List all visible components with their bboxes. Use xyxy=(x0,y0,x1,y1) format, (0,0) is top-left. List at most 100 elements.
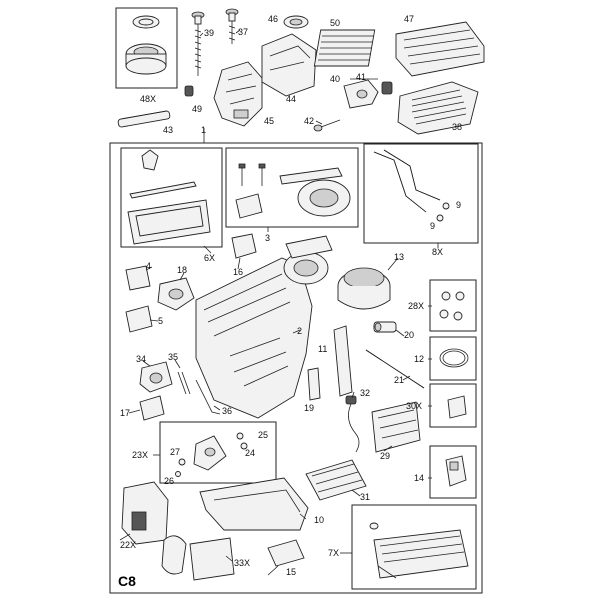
part-45-housing xyxy=(213,61,263,127)
part-34-actuator xyxy=(139,361,173,393)
part-20-sensor xyxy=(373,321,397,333)
part-18-motor xyxy=(157,277,195,311)
label-36: 36 xyxy=(222,406,232,416)
box-8x xyxy=(363,143,479,244)
box-28x xyxy=(429,279,477,332)
label-25: 25 xyxy=(258,430,268,440)
part-28x-orings xyxy=(439,291,465,321)
part-23x-kit xyxy=(175,432,248,477)
label-11: 11 xyxy=(318,344,327,354)
part-8x-pipes xyxy=(373,149,450,222)
part-21-rod xyxy=(365,349,425,389)
label-19: 19 xyxy=(304,403,314,413)
label-21: 21 xyxy=(394,375,404,385)
part-4-motor xyxy=(125,265,151,291)
box-7x xyxy=(351,504,477,590)
label-20: 20 xyxy=(404,330,414,340)
part-38-grille xyxy=(397,81,479,135)
part-43-strip xyxy=(117,110,171,128)
part-11-bracket xyxy=(333,325,353,397)
label-37: 37 xyxy=(238,27,248,37)
part-49-clip xyxy=(184,85,194,97)
part-46-ring xyxy=(283,15,309,29)
label-45: 45 xyxy=(264,116,274,126)
part-50-filter xyxy=(313,29,376,67)
label-5: 5 xyxy=(158,316,163,326)
part-13-blower-motor xyxy=(337,267,391,310)
label-41: 41 xyxy=(356,72,366,82)
box-3 xyxy=(225,147,359,228)
label-35: 35 xyxy=(168,352,178,362)
part-5-motor xyxy=(125,305,153,333)
part-31-evaporator xyxy=(305,459,367,501)
part-36-cable xyxy=(195,379,221,415)
label-24: 24 xyxy=(245,448,255,458)
label-38: 38 xyxy=(452,122,462,132)
part-39-bolt xyxy=(191,11,205,76)
label-15: 15 xyxy=(286,567,296,577)
label-27: 27 xyxy=(170,447,180,457)
label-9a: 9 xyxy=(456,200,461,210)
label-28x: 28X xyxy=(408,301,424,311)
label-22x: 22X xyxy=(120,540,136,550)
label-13: 13 xyxy=(394,252,404,262)
part-3-blower-set xyxy=(235,163,351,219)
box-6x xyxy=(120,147,223,248)
part-10-lower-housing xyxy=(199,477,309,531)
part-47-duct xyxy=(395,21,485,77)
part-29-heater-core xyxy=(371,401,421,453)
label-32: 32 xyxy=(360,388,370,398)
label-9b: 9 xyxy=(430,221,435,231)
label-42: 42 xyxy=(304,116,314,126)
label-16: 16 xyxy=(233,267,243,277)
label-7x: 7X xyxy=(328,548,339,558)
label-43: 43 xyxy=(163,125,173,135)
label-44: 44 xyxy=(286,94,296,104)
label-14: 14 xyxy=(414,473,424,483)
part-19-bracket xyxy=(307,367,321,401)
part-15-connector xyxy=(267,539,305,567)
part-22x-duct xyxy=(121,481,169,545)
label-12: 12 xyxy=(414,354,424,364)
label-39: 39 xyxy=(204,28,214,38)
part-32-sensor xyxy=(345,395,360,453)
box-30x xyxy=(429,383,477,428)
part-12-hose xyxy=(439,348,469,368)
part-48x-grommet xyxy=(125,15,167,75)
label-6x: 6X xyxy=(204,253,215,263)
label-47: 47 xyxy=(404,14,414,24)
label-34: 34 xyxy=(136,354,146,364)
label-23x: 23X xyxy=(132,450,148,460)
label-46: 46 xyxy=(268,14,278,24)
leader-lines xyxy=(119,29,439,576)
part-7x-radiator xyxy=(369,522,469,579)
label-10: 10 xyxy=(314,515,324,525)
label-1: 1 xyxy=(201,125,206,135)
label-3: 3 xyxy=(265,233,270,243)
label-8x: 8X xyxy=(432,247,443,257)
label-29: 29 xyxy=(380,451,390,461)
callout-labels: 1 2 3 4 5 6X 7X 8X 9 9 10 11 12 13 14 15… xyxy=(118,14,462,589)
box-12 xyxy=(429,336,477,381)
label-4: 4 xyxy=(146,261,151,271)
part-42-screw xyxy=(313,119,341,132)
part-16-actuator xyxy=(231,233,257,259)
part-17-actuator xyxy=(139,395,165,421)
label-50: 50 xyxy=(330,18,340,28)
part-37-bolt xyxy=(225,8,239,44)
label-30x: 30X xyxy=(406,401,422,411)
part-30x-clip xyxy=(447,395,467,419)
label-31: 31 xyxy=(360,492,370,502)
part-1-hvac-housing xyxy=(195,235,333,419)
box-14 xyxy=(429,445,477,499)
label-48x: 48X xyxy=(140,94,156,104)
part-40-valve xyxy=(343,79,379,109)
part-14-sensor xyxy=(445,455,467,487)
label-49: 49 xyxy=(192,104,202,114)
label-18: 18 xyxy=(177,265,187,275)
label-2: 2 xyxy=(297,326,302,336)
box-23x xyxy=(159,421,277,484)
label-40: 40 xyxy=(330,74,340,84)
part-41-clip xyxy=(381,81,393,95)
